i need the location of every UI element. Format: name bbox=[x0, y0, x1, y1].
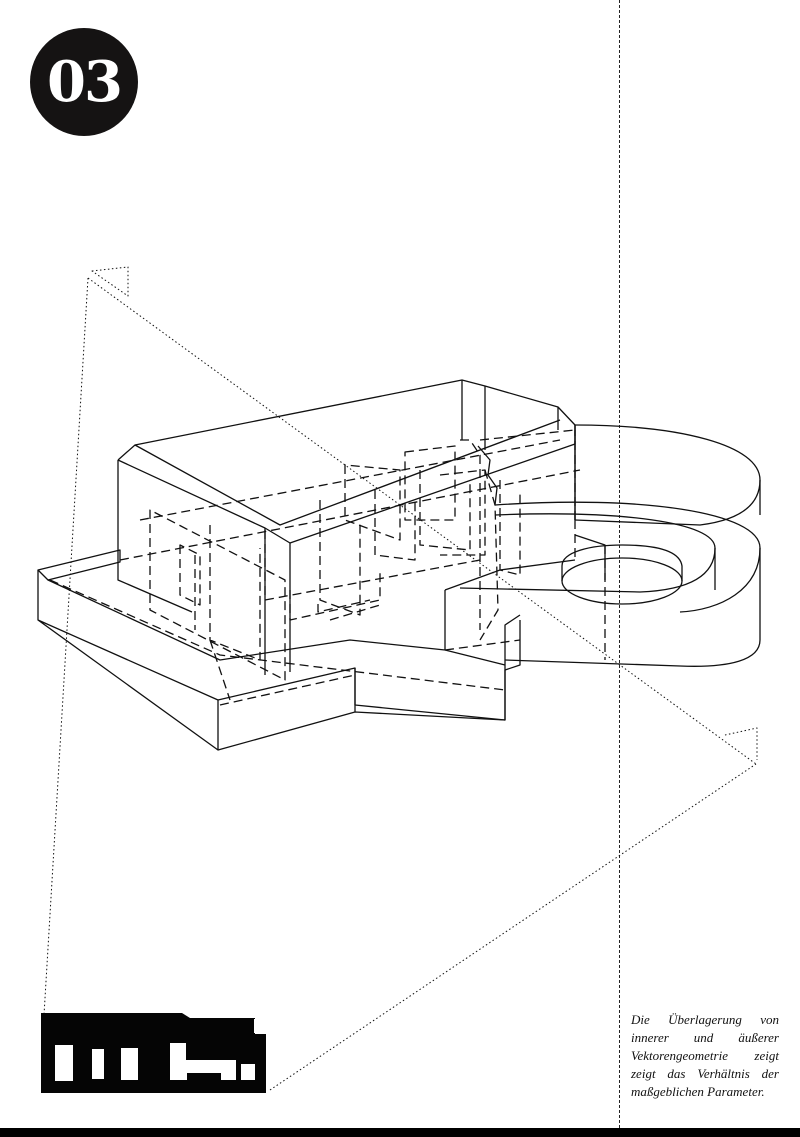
page-number: 03 bbox=[47, 49, 123, 115]
caption-line: zeigt das Verhältnis der bbox=[631, 1066, 779, 1081]
bottom-black-bar bbox=[0, 1128, 800, 1137]
dashed-divider-line bbox=[619, 0, 620, 1128]
caption-line: innerer und äußerer bbox=[631, 1030, 779, 1045]
caption-line: Vektorengeometrie zeigt bbox=[631, 1048, 779, 1063]
projection-lines bbox=[43, 266, 758, 1091]
caption-line: Die Überlagerung von bbox=[631, 1012, 779, 1027]
roof-detail bbox=[477, 425, 576, 506]
page-number-badge: 03 bbox=[30, 28, 138, 136]
caption-line: maßgeblichen Parameter. bbox=[631, 1084, 765, 1099]
caption-text: Die Überlagerung von innerer und äußerer… bbox=[631, 1011, 779, 1101]
main-volume bbox=[117, 379, 576, 675]
inner-geometry-dashed bbox=[49, 429, 606, 706]
floor-plan-pictogram bbox=[41, 1013, 266, 1093]
